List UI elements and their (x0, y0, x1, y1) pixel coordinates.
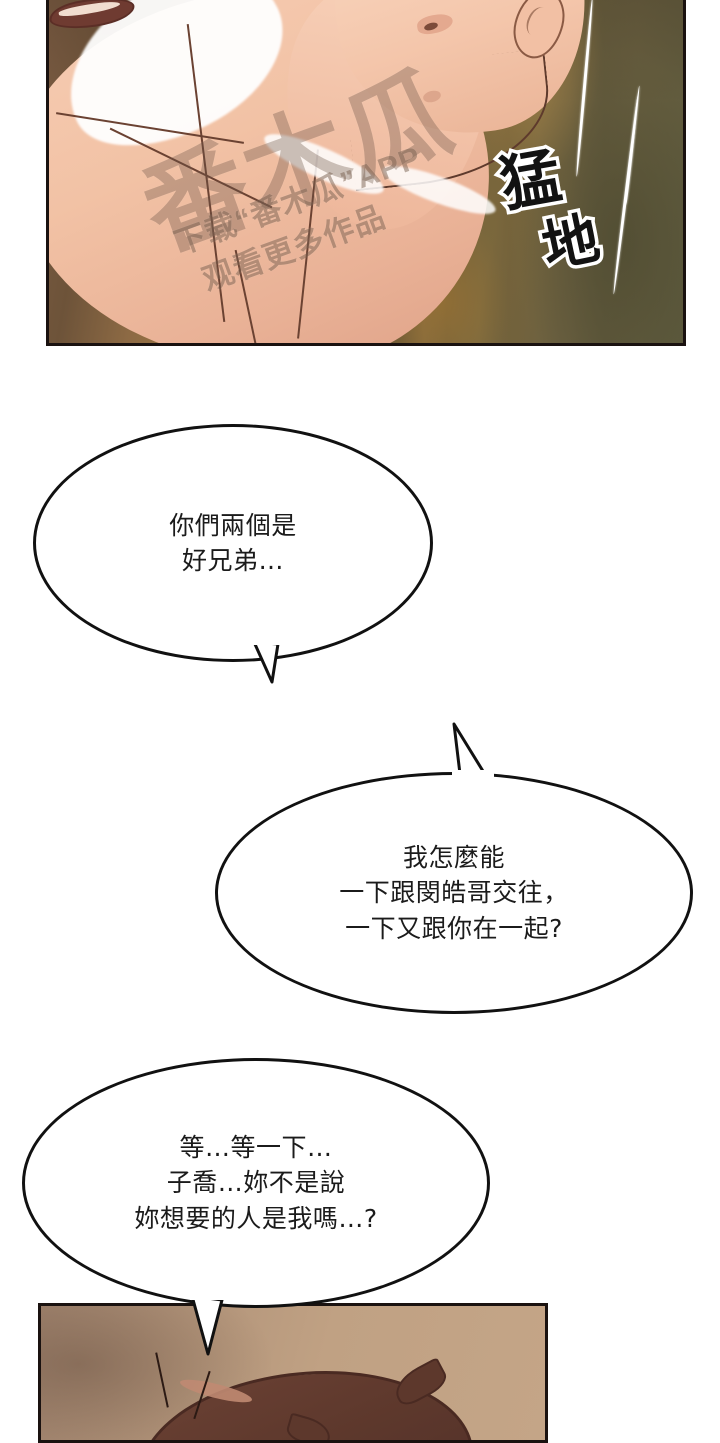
speech-tail-1 (252, 636, 280, 684)
speech-bubble-1-text: 你們兩個是 好兄弟… (169, 510, 297, 576)
speech-bubble-3-text: 等…等一下… 子喬…妳不是說 妳想要的人是我嗎…? (134, 1132, 378, 1233)
comic-panel-top: 番木瓜 下载“番木瓜”APP 观看更多作品 猛 地 (46, 0, 686, 346)
sfx-text-di: 地 (533, 201, 608, 284)
speech-bubble-1: 你們兩個是 好兄弟… (33, 424, 433, 662)
speech-tail-3 (190, 1290, 224, 1356)
speech-tail-2 (452, 722, 494, 780)
speech-bubble-2: 我怎麼能 一下跟閔皓哥交往， 一下又跟你在一起? (215, 772, 693, 1014)
comic-panel-bottom (38, 1303, 548, 1443)
speech-bubble-3: 等…等一下… 子喬…妳不是說 妳想要的人是我嗎…? (22, 1058, 490, 1308)
sfx-text-meng: 猛 (492, 138, 570, 224)
speech-bubble-2-text: 我怎麼能 一下跟閔皓哥交往， 一下又跟你在一起? (339, 842, 569, 943)
